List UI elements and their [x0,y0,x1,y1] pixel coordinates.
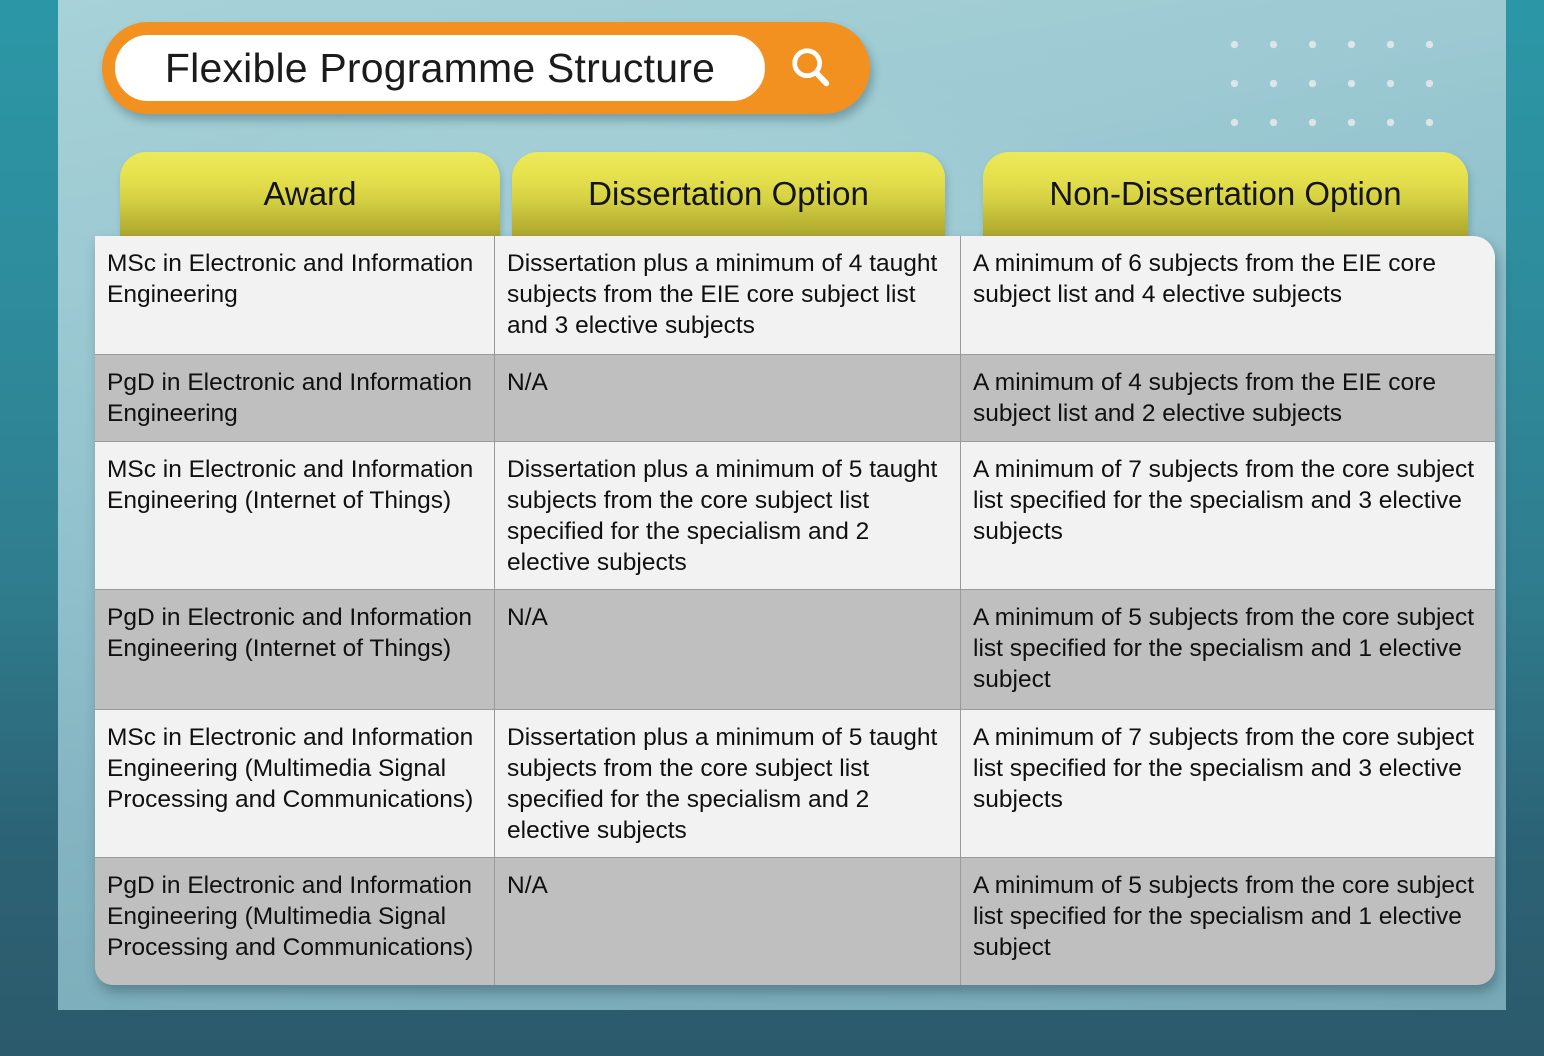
cell-dissertation: Dissertation plus a minimum of 4 taught … [495,236,961,354]
cell-dissertation: N/A [495,355,961,441]
header-label-non-dissertation-option: Non-Dissertation Option [1049,175,1402,212]
header-label-dissertation-option: Dissertation Option [588,175,869,212]
cell-dissertation: Dissertation plus a minimum of 5 taught … [495,442,961,589]
cell-non-dissertation: A minimum of 7 subjects from the core su… [973,724,1475,813]
title-search-bar[interactable]: Flexible Programme Structure [102,22,870,114]
cell-award: MSc in Electronic and Information Engine… [95,710,495,857]
table-body: MSc in Electronic and Information Engine… [95,236,1495,985]
cell-non-dissertation: A minimum of 5 subjects from the core su… [973,604,1475,693]
cell-award: PgD in Electronic and Information Engine… [95,590,495,709]
cell-non-dissertation: A minimum of 6 subjects from the EIE cor… [973,250,1436,308]
page-title: Flexible Programme Structure [164,44,716,91]
search-icon[interactable] [788,45,834,91]
table-header-non-dissertation-option: Non-Dissertation Option [983,152,1468,236]
cell-award: MSc in Electronic and Information Engine… [95,442,495,589]
table-row: PgD in Electronic and Information Engine… [95,857,1495,985]
cell-non-dissertation: A minimum of 5 subjects from the core su… [973,872,1475,961]
cell-award: PgD in Electronic and Information Engine… [95,355,495,441]
table-row: PgD in Electronic and Information Engine… [95,589,1495,709]
table-row: MSc in Electronic and Information Engine… [95,236,1495,354]
cell-award: MSc in Electronic and Information Engine… [95,236,495,354]
cell-dissertation: Dissertation plus a minimum of 5 taught … [495,710,961,857]
cell-non-dissertation: A minimum of 7 subjects from the core su… [973,456,1475,545]
programme-structure-table: Award Dissertation Option Non-Dissertati… [95,152,1495,985]
header-label-award: Award [263,175,357,212]
table-row: PgD in Electronic and Information Engine… [95,354,1495,441]
cell-non-dissertation: A minimum of 4 subjects from the EIE cor… [973,369,1436,427]
table-row: MSc in Electronic and Information Engine… [95,441,1495,589]
table-header-row: Award Dissertation Option Non-Dissertati… [95,152,1495,236]
cell-dissertation: N/A [495,858,961,985]
table-header-award: Award [120,152,500,236]
table-row: MSc in Electronic and Information Engine… [95,709,1495,857]
title-field[interactable]: Flexible Programme Structure [110,30,770,106]
cell-dissertation: N/A [495,590,961,709]
cell-award: PgD in Electronic and Information Engine… [95,858,495,985]
table-header-dissertation-option: Dissertation Option [512,152,945,236]
